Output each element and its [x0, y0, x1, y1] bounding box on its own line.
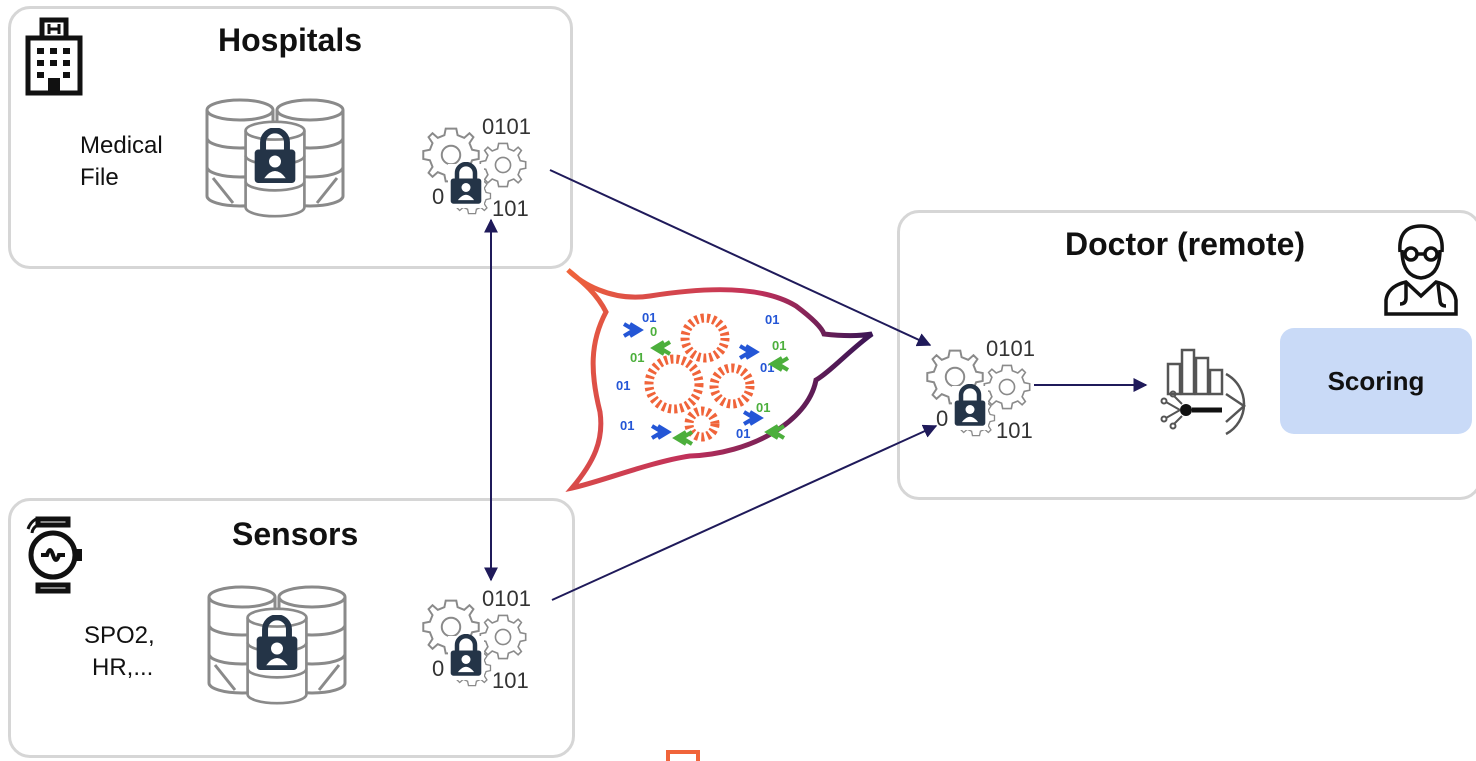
sensor-data-label: SPO2, HR,... [84, 620, 155, 684]
svg-text:01: 01 [772, 338, 786, 353]
svg-text:01: 01 [620, 418, 634, 433]
hospital-building-icon [22, 16, 86, 96]
scoring-box: Scoring [1280, 328, 1472, 434]
sensor-data-line-2: HR,... [92, 654, 154, 681]
medical-file-label: Medical File [80, 130, 163, 194]
analytics-icon [1156, 344, 1254, 436]
medical-file-line-1: Medical [80, 132, 163, 159]
hospitals-title: Hospitals [218, 22, 363, 58]
sensors-title: Sensors [232, 516, 359, 552]
bottom-orange-mark [666, 750, 700, 761]
doctor-title: Doctor (remote) [1065, 226, 1306, 262]
svg-text:01: 01 [616, 378, 630, 393]
svg-text:01: 01 [756, 400, 770, 415]
hospital-encrypted-compute-icon [418, 112, 538, 222]
sensors-encrypted-compute-icon [418, 584, 538, 694]
svg-text:01: 01 [765, 312, 779, 327]
svg-text:01: 01 [642, 310, 656, 325]
smartwatch-icon [22, 515, 84, 594]
svg-text:01: 01 [736, 426, 750, 441]
encrypted-computation-bubble-icon: 01 0 01 01 01 01 01 01 01 01 [560, 262, 880, 494]
sensor-data-line-1: SPO2, [84, 622, 155, 649]
sensors-locked-database-icon [207, 585, 347, 705]
doctor-icon [1380, 220, 1462, 316]
doctor-encrypted-compute-icon [922, 334, 1042, 444]
medical-file-line-2: File [80, 164, 119, 191]
svg-text:0: 0 [650, 324, 657, 339]
svg-text:01: 01 [630, 350, 644, 365]
hospital-locked-database-icon [205, 98, 345, 218]
